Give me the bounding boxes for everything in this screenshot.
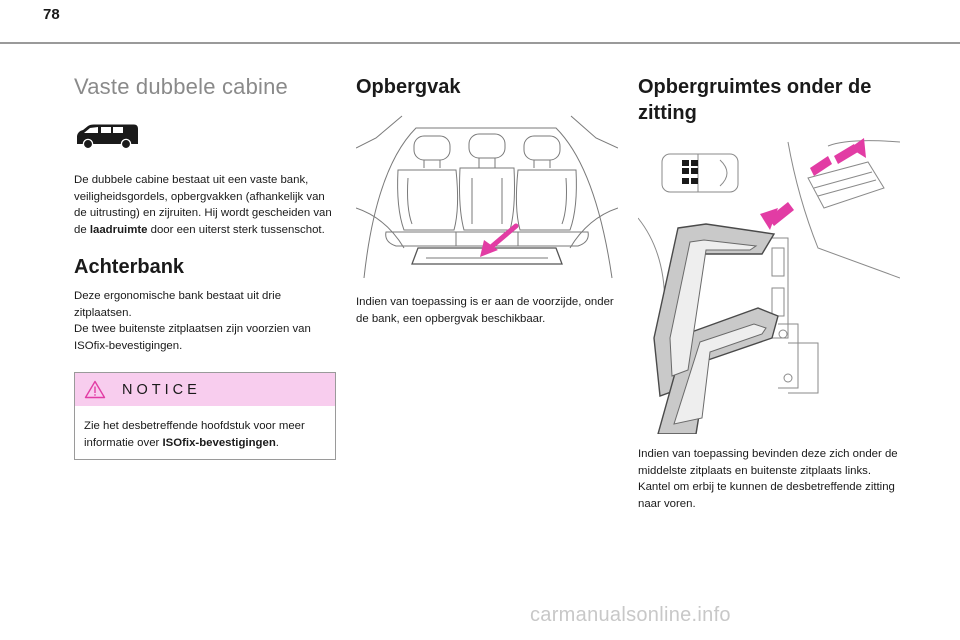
notice-title: NOTICE: [122, 381, 201, 398]
column-storage-compartment: Opbergvak: [356, 70, 618, 327]
intro-paragraph: De dubbele cabine bestaat uit een vaste …: [74, 174, 332, 236]
watermark: carmanualsonline.info: [530, 604, 731, 626]
storage-heading: Opbergvak: [356, 76, 461, 98]
header-rule: [0, 42, 960, 44]
rear-bench-text: Deze ergonomische bank bestaat uit drie …: [74, 290, 311, 352]
rear-bench-storage-illustration: [356, 115, 618, 279]
van-icon: [77, 124, 138, 150]
storage-caption: Indien van toepassing is er aan de voorz…: [356, 296, 614, 325]
notice-box: NOTICE Zie het desbetreffende hoofdstuk …: [74, 372, 336, 460]
notice-header: NOTICE: [75, 373, 335, 406]
column-underseat-storage: Opbergruimtes onder de zitting: [638, 70, 900, 512]
column-fixed-double-cab: Vaste dubbele cabine De dubbele cabine b…: [74, 70, 336, 460]
underseat-storage-illustration: [638, 138, 900, 434]
notice-text: Zie het desbetreffende hoofdstuk voor me…: [84, 420, 305, 449]
underseat-caption: Indien van toepassing bevinden deze zich…: [638, 448, 898, 510]
underseat-heading: Opbergruimtes onder de zitting: [638, 76, 872, 124]
page-number: 78: [43, 6, 60, 23]
section-title: Vaste dubbele cabine: [74, 74, 288, 99]
notice-body: Zie het desbetreffende hoofdstuk voor me…: [75, 406, 335, 459]
warning-triangle-icon: [84, 380, 106, 399]
rear-bench-heading: Achterbank: [74, 256, 185, 278]
